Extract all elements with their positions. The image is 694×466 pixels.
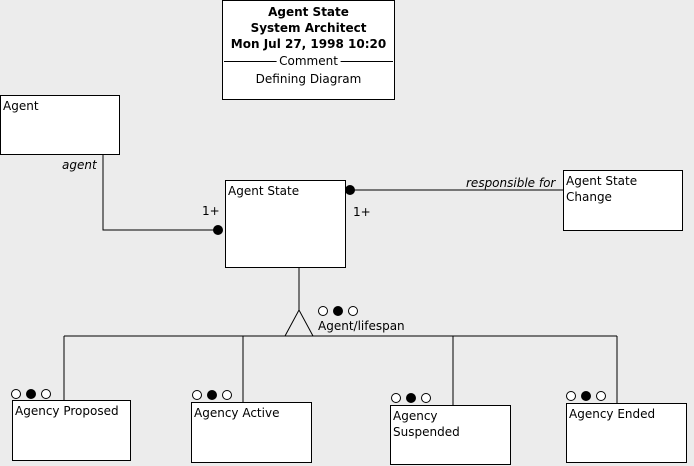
comment-label: Comment — [276, 53, 341, 69]
entity-agency-suspended[interactable]: Agency Suspended — [390, 405, 511, 465]
open-circle-icon — [192, 390, 202, 400]
entity-agency-proposed-label: Agency Proposed — [15, 404, 119, 418]
comment-divider: Comment — [224, 53, 393, 69]
filled-circle-icon — [207, 390, 217, 400]
entity-agency-proposed[interactable]: Agency Proposed — [12, 400, 131, 461]
agent-role-label: agent — [62, 158, 97, 172]
entity-agent-label: Agent — [3, 99, 39, 113]
entity-agent-state-change-label-2: Change — [566, 190, 612, 204]
filled-circle-icon — [333, 306, 343, 316]
agent-relationship-line — [102, 154, 218, 231]
title-line-tool: System Architect — [250, 21, 367, 35]
agency-active-markers — [192, 390, 232, 400]
open-circle-icon — [348, 306, 358, 316]
subtype-category-markers — [318, 306, 358, 316]
entity-agent-state-change-label-1: Agent State — [566, 174, 638, 188]
agent-cardinality-label: 1+ — [202, 204, 220, 218]
filled-circle-icon — [26, 389, 36, 399]
entity-agency-active-label: Agency Active — [194, 406, 280, 420]
entity-agency-ended[interactable]: Agency Ended — [566, 403, 687, 463]
entity-agent[interactable]: Agent — [0, 95, 120, 155]
title-line-name: Agent State — [268, 5, 349, 19]
open-circle-icon — [566, 391, 576, 401]
subtype-category-label: Agent/lifespan — [318, 319, 405, 333]
open-circle-icon — [318, 306, 328, 316]
open-circle-icon — [596, 391, 606, 401]
diagram-title-block: Agent State System Architect Mon Jul 27,… — [222, 0, 395, 100]
open-circle-icon — [391, 393, 401, 403]
agency-ended-markers — [566, 391, 606, 401]
entity-agent-state-label: Agent State — [228, 184, 300, 198]
filled-circle-icon — [581, 391, 591, 401]
open-circle-icon — [222, 390, 232, 400]
responsible-relationship-end-dot — [345, 185, 355, 195]
filled-circle-icon — [406, 393, 416, 403]
responsible-cardinality-label: 1+ — [353, 205, 371, 219]
entity-agency-suspended-label-2: Suspended — [393, 425, 460, 439]
entity-agency-ended-label: Agency Ended — [569, 407, 656, 421]
open-circle-icon — [41, 389, 51, 399]
entity-agent-state-change[interactable]: Agent State Change — [563, 170, 683, 231]
title-line-comment: Defining Diagram — [255, 72, 362, 86]
entity-agency-active[interactable]: Agency Active — [191, 402, 312, 463]
responsible-role-label: responsible for — [466, 176, 556, 190]
title-line-date: Mon Jul 27, 1998 10:20 — [230, 37, 387, 51]
entity-agent-state[interactable]: Agent State — [225, 180, 346, 268]
agency-suspended-markers — [391, 393, 431, 403]
agency-proposed-markers — [11, 389, 51, 399]
agent-relationship-end-dot — [213, 225, 223, 235]
open-circle-icon — [11, 389, 21, 399]
entity-agency-suspended-label-1: Agency — [393, 409, 438, 423]
open-circle-icon — [421, 393, 431, 403]
subtype-fork — [284, 308, 314, 337]
